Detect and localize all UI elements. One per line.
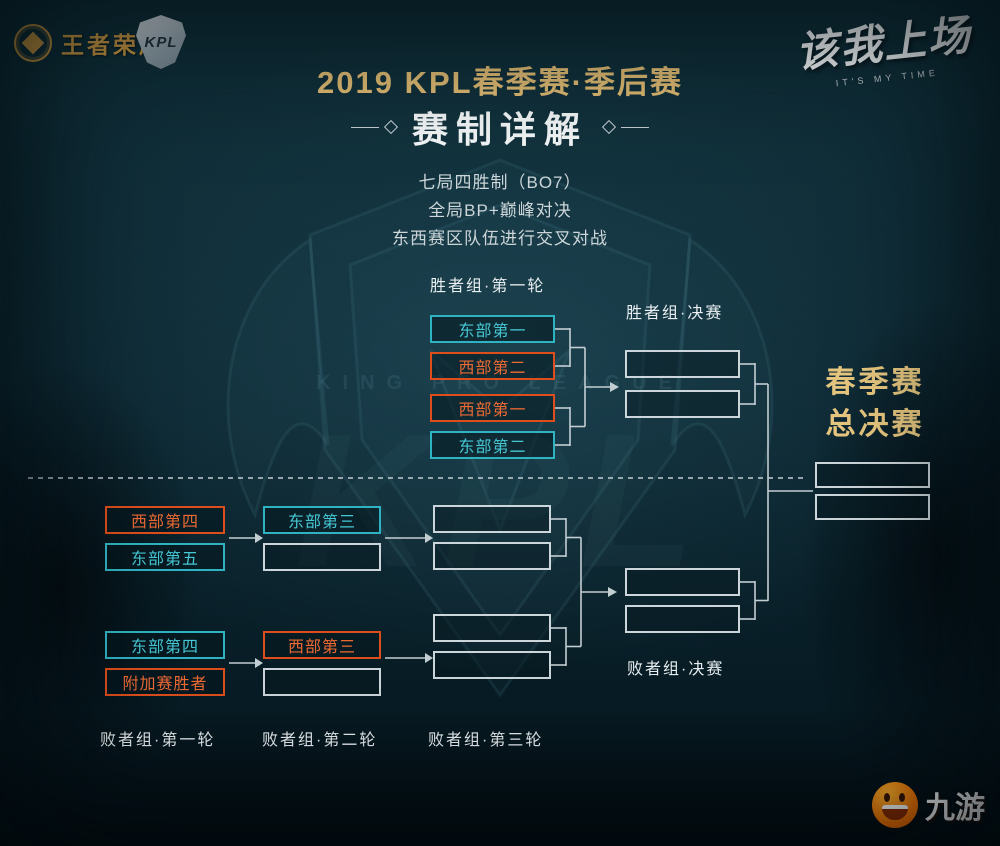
background-watermark-text: KING PRO LEAGUE bbox=[316, 372, 684, 394]
losers-r1-team-playin: 附加赛胜者 bbox=[105, 668, 225, 696]
rule-line-3: 东西赛区队伍进行交叉对战 bbox=[392, 229, 608, 248]
losers-final-label: 败者组·决赛 bbox=[627, 661, 725, 678]
kog-logo-icon bbox=[14, 24, 52, 62]
winners-r1-team-west1: 西部第一 bbox=[430, 394, 555, 422]
losers-r3-empty-slot-4 bbox=[433, 651, 551, 679]
winners-final-empty-slot-2 bbox=[625, 390, 740, 418]
bottom-edge-shade bbox=[0, 696, 1000, 846]
losers-round2-label: 败者组·第二轮 bbox=[262, 732, 378, 749]
winners-r1-team-west2: 西部第二 bbox=[430, 352, 555, 380]
kpl-logo-text: KPL bbox=[144, 33, 178, 51]
subtitle-ornament-right bbox=[601, 119, 649, 135]
losers-final-empty-slot-2 bbox=[625, 605, 740, 633]
losers-r2-team-east3: 东部第三 bbox=[263, 506, 381, 534]
page-subtitle-row: 赛制详解 bbox=[0, 101, 1000, 153]
grand-final-title-line1: 春季赛 bbox=[825, 366, 925, 399]
winners-round1-label: 胜者组·第一轮 bbox=[430, 278, 546, 295]
background-watermark-kpl: KPL bbox=[295, 395, 705, 607]
page-subtitle: 赛制详解 bbox=[411, 109, 588, 150]
losers-r3-empty-slot-3 bbox=[433, 614, 551, 642]
losers-r2-empty-slot-1 bbox=[263, 543, 381, 571]
jiuyou-face-icon bbox=[872, 782, 918, 828]
losers-r1-team-west4: 西部第四 bbox=[105, 506, 225, 534]
grand-final-empty-slot-1 bbox=[815, 462, 930, 488]
grand-final-empty-slot-2 bbox=[815, 494, 930, 520]
grand-final-title: 春季赛 总决赛 bbox=[800, 362, 950, 446]
rule-line-2: 全局BP+巅峰对决 bbox=[428, 201, 572, 220]
winners-final-empty-slot-1 bbox=[625, 350, 740, 378]
losers-r2-team-west3: 西部第三 bbox=[263, 631, 381, 659]
losers-round3-label: 败者组·第三轮 bbox=[428, 732, 544, 749]
losers-r3-empty-slot-1 bbox=[433, 505, 551, 533]
winners-r1-team-east2: 东部第二 bbox=[430, 431, 555, 459]
losers-round1-label: 败者组·第一轮 bbox=[100, 732, 216, 749]
losers-r1-team-east4: 东部第四 bbox=[105, 631, 225, 659]
subtitle-ornament-left bbox=[350, 119, 399, 135]
losers-r3-empty-slot-2 bbox=[433, 542, 551, 570]
losers-final-empty-slot-1 bbox=[625, 568, 740, 596]
rule-line-1: 七局四胜制（BO7） bbox=[418, 173, 582, 192]
losers-r1-team-east5: 东部第五 bbox=[105, 543, 225, 571]
winners-r1-team-east1: 东部第一 bbox=[430, 315, 555, 343]
grand-final-title-line2: 总决赛 bbox=[825, 408, 925, 441]
jiuyou-site-logo: 九游 bbox=[872, 782, 985, 828]
page-title: 2019 KPL春季赛·季后赛 bbox=[317, 65, 683, 100]
jiuyou-logo-text: 九游 bbox=[925, 792, 985, 825]
winners-final-label: 胜者组·决赛 bbox=[626, 305, 724, 322]
losers-r2-empty-slot-2 bbox=[263, 668, 381, 696]
